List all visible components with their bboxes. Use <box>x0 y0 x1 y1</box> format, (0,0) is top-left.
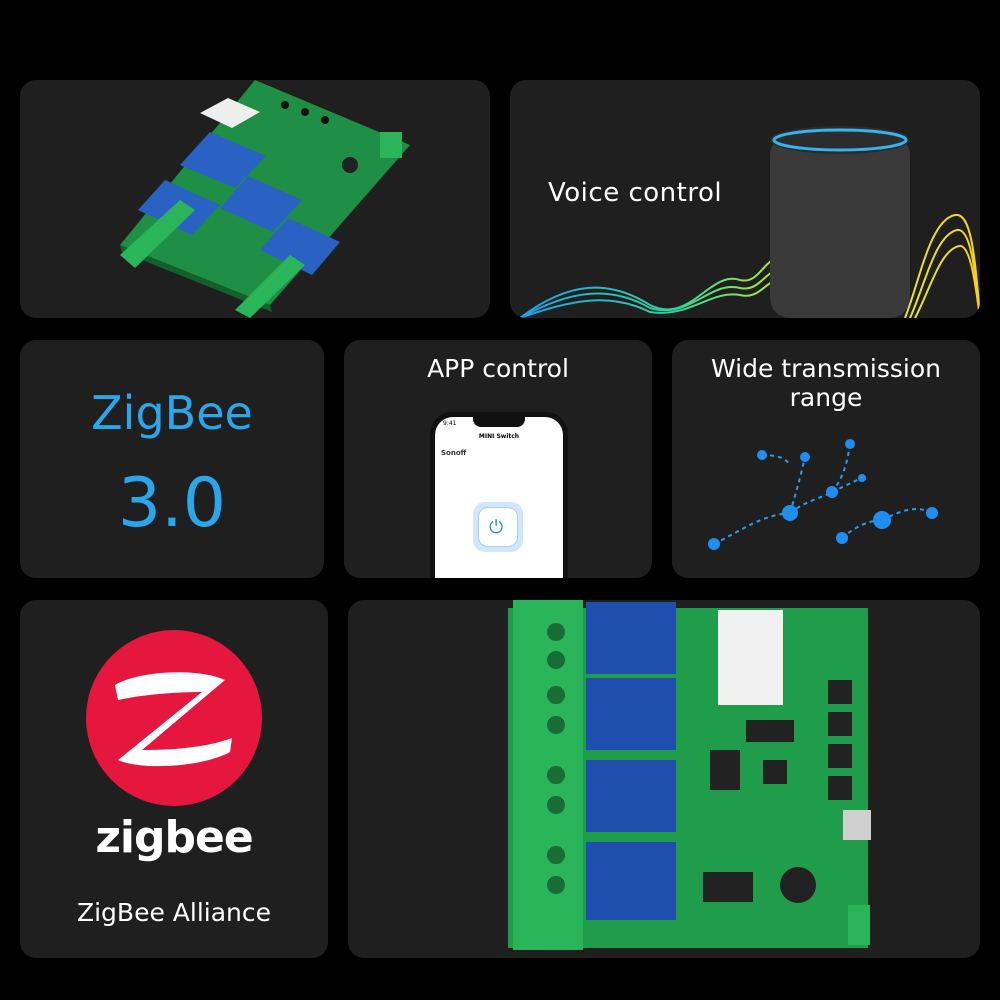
voice-control-card: Voice control <box>510 80 980 318</box>
zigbee-title: ZigBee <box>91 386 253 440</box>
relay-board-closeup-image <box>508 600 871 950</box>
app-control-label: APP control <box>427 354 569 383</box>
zigbee-version: 3.0 <box>117 464 227 543</box>
voice-waves-graphic <box>519 126 980 318</box>
zigbee-logo <box>86 630 262 806</box>
power-button[interactable]: ⏻ <box>473 502 523 552</box>
zigbee-alliance-card: zigbee ZigBee Alliance <box>20 600 328 958</box>
transmission-range-card: Wide transmission range <box>672 340 980 578</box>
phone-screen: 9:41 MINI Switch Sonoff ⏻ <box>435 417 563 578</box>
relay-board-closeup-card <box>348 600 980 958</box>
zigbee-logo-text: zigbee <box>95 812 253 863</box>
app-control-card: APP control 9:41 MINI Switch Sonoff ⏻ <box>344 340 652 578</box>
smartphone: 9:41 MINI Switch Sonoff ⏻ <box>430 412 568 578</box>
zigbee-version-card: ZigBee 3.0 <box>20 340 324 578</box>
phone-screen-title: MINI Switch <box>478 433 520 440</box>
power-icon: ⏻ <box>489 517 504 538</box>
phone-time: 9:41 <box>443 420 457 427</box>
zigbee-alliance-label: ZigBee Alliance <box>76 898 272 927</box>
transmission-range-label: Wide transmission range <box>710 354 942 412</box>
voice-control-label: Voice control <box>548 178 723 208</box>
relay-board-image <box>120 80 410 318</box>
phone-notch <box>473 417 525 427</box>
network-nodes-graphic <box>708 439 938 550</box>
phone-brand: Sonoff <box>441 449 467 457</box>
product-photo-card <box>20 80 490 318</box>
